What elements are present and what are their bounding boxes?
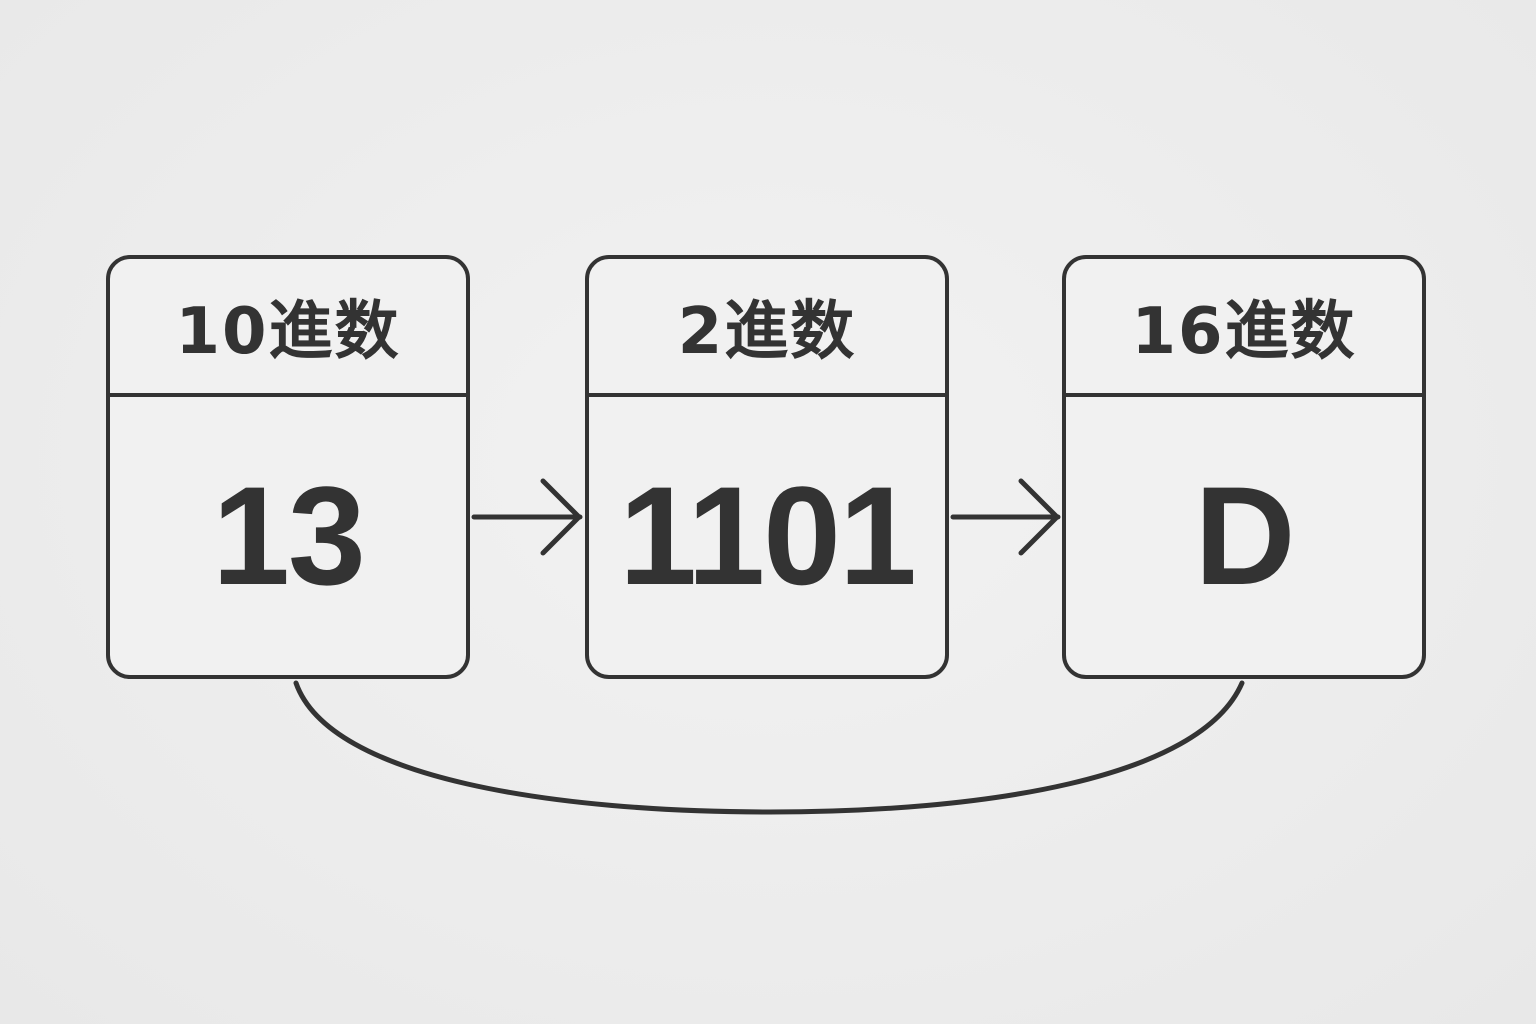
decimal-box-body: 13 [110, 397, 466, 675]
decimal-value: 13 [212, 457, 366, 614]
decimal-box: 10進数 13 [106, 255, 470, 679]
hex-box-header: 16進数 [1066, 259, 1422, 397]
binary-value: 1101 [619, 457, 917, 614]
hex-box-body: D [1066, 397, 1422, 675]
binary-box-title: 2進数 [677, 295, 857, 369]
arrow-head-icon [540, 478, 582, 556]
hex-value: D [1194, 457, 1295, 614]
decimal-box-header: 10進数 [110, 259, 466, 397]
binary-box-body: 1101 [589, 397, 945, 675]
binary-box: 2進数 1101 [585, 255, 949, 679]
arrow-binary-to-hex [950, 478, 1061, 556]
hex-box: 16進数 D [1062, 255, 1426, 679]
arrow-head-icon [1018, 478, 1060, 556]
curved-link-decimal-to-hex [293, 680, 1245, 815]
binary-box-header: 2進数 [589, 259, 945, 397]
decimal-box-title: 10進数 [175, 295, 401, 369]
arrow-decimal-to-binary [471, 478, 583, 556]
hex-box-title: 16進数 [1131, 295, 1357, 369]
